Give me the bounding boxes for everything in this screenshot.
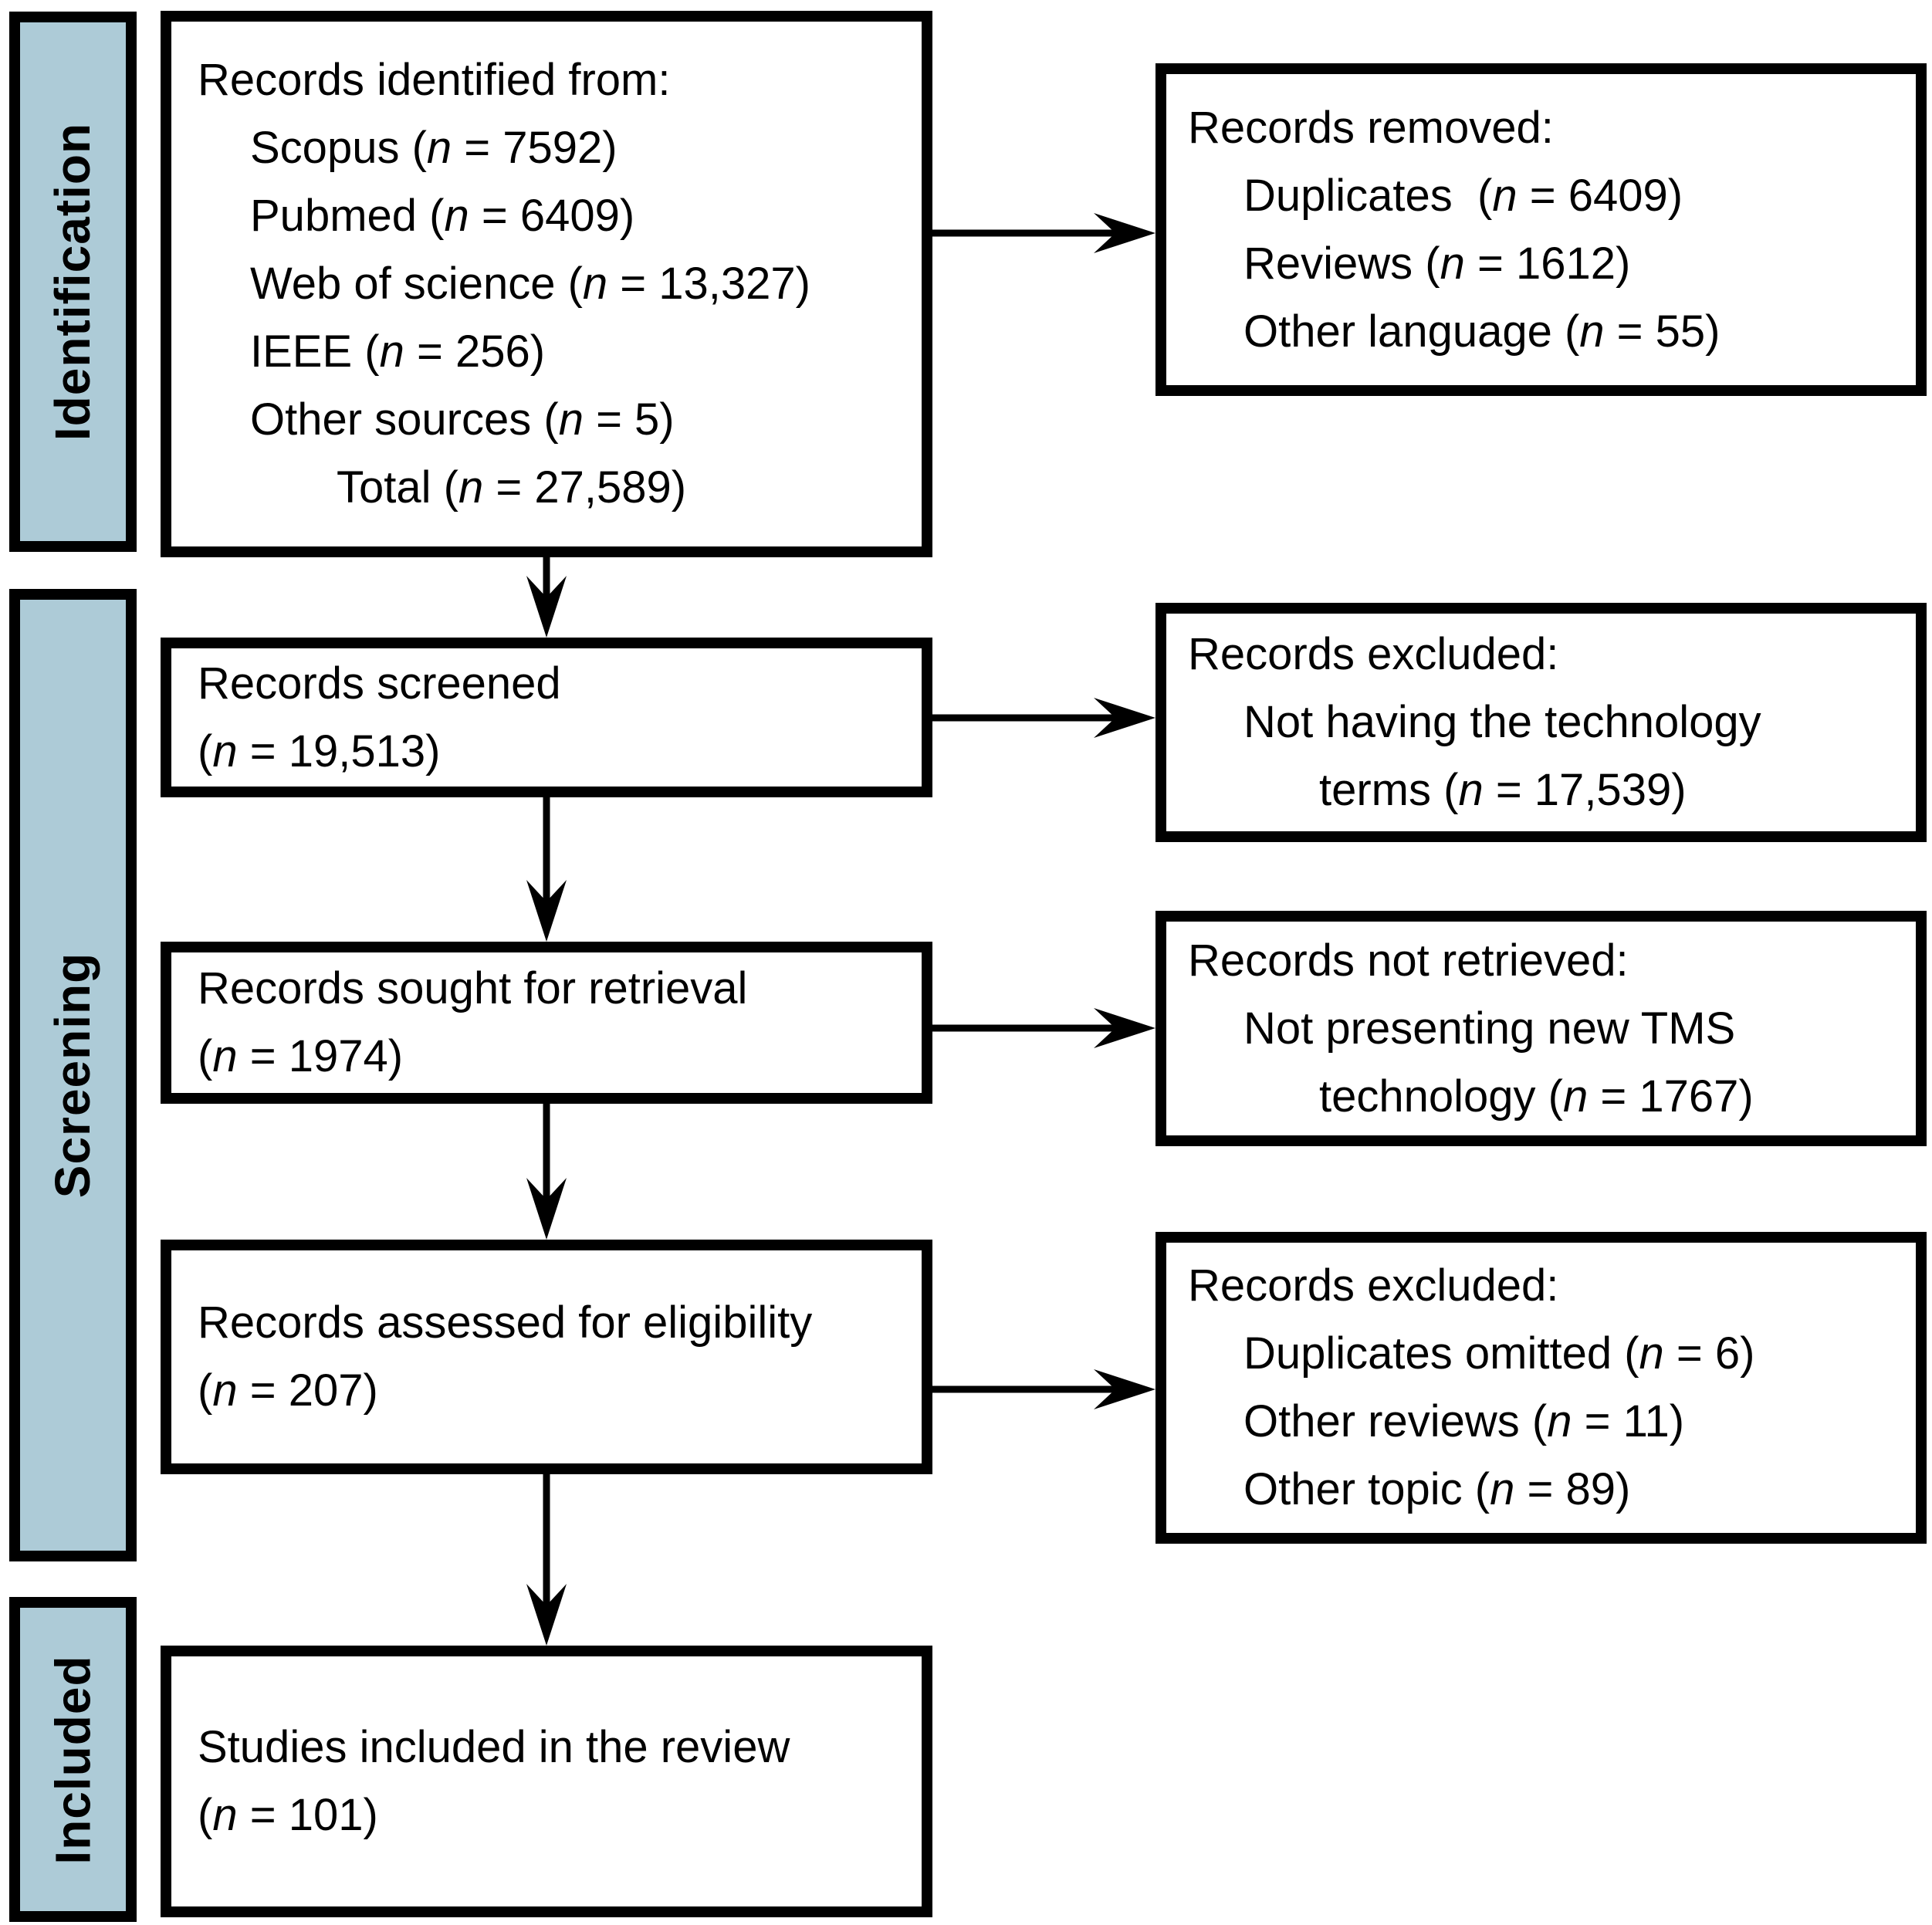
box-line: Other topic (n = 89) xyxy=(1243,1464,1631,1514)
box-line: Records sought for retrieval xyxy=(198,963,748,1013)
box-line: IEEE (n = 256) xyxy=(250,326,546,377)
box-line: Not having the technology xyxy=(1243,697,1761,747)
down-arrow-retrieval-to-eligibility xyxy=(526,1104,567,1240)
box-line: Other sources (n = 5) xyxy=(250,394,675,445)
down-arrow-screened-to-retrieval xyxy=(526,797,567,942)
box-line: Web of science (n = 13,327) xyxy=(250,259,810,309)
box-line: Records excluded: xyxy=(1188,629,1559,679)
box-records-identified: Records identified from: Scopus (n = 759… xyxy=(161,11,932,557)
box-line: technology (n = 1767) xyxy=(1319,1071,1754,1122)
box-line: Scopus (n = 7592) xyxy=(250,123,617,173)
box-line: Duplicates (n = 6409) xyxy=(1243,170,1683,221)
box-line: Pubmed (n = 6409) xyxy=(250,191,635,241)
box-records-not-retrieved: Records not retrieved: Not presenting ne… xyxy=(1155,911,1927,1146)
box-line: (n = 1974) xyxy=(198,1031,404,1081)
box-line: Other language (n = 55) xyxy=(1243,306,1721,357)
box-line: Records removed: xyxy=(1188,102,1554,153)
box-records-excluded-screening: Records excluded: Not having the technol… xyxy=(1155,603,1927,842)
box-line: Other reviews (n = 11) xyxy=(1243,1396,1685,1446)
box-records-removed: Records removed: Duplicates (n = 6409) R… xyxy=(1155,63,1927,396)
box-line: Records not retrieved: xyxy=(1188,935,1629,986)
box-line: Duplicates omitted (n = 6) xyxy=(1243,1328,1755,1379)
box-line: Records assessed for eligibility xyxy=(198,1297,813,1348)
box-line: Records excluded: xyxy=(1188,1260,1559,1311)
right-arrow-identified-to-removed xyxy=(932,213,1155,253)
box-records-assessed-eligibility: Records assessed for eligibility (n = 20… xyxy=(161,1240,932,1474)
box-line: (n = 101) xyxy=(198,1790,378,1840)
box-line: Not presenting new TMS xyxy=(1243,1003,1736,1054)
box-records-sought-retrieval: Records sought for retrieval (n = 1974) xyxy=(161,942,932,1104)
stage-label-screening: Screening xyxy=(9,589,137,1561)
box-records-screened: Records screened (n = 19,513) xyxy=(161,638,932,797)
box-line: (n = 19,513) xyxy=(198,726,441,776)
right-arrow-eligibility-to-excluded xyxy=(932,1369,1155,1409)
right-arrow-retrieval-to-not-retrieved xyxy=(932,1008,1155,1048)
box-records-excluded-eligibility: Records excluded: Duplicates omitted (n … xyxy=(1155,1232,1927,1544)
box-line: terms (n = 17,539) xyxy=(1319,765,1687,815)
box-line: Records identified from: xyxy=(198,55,671,105)
box-line: Studies included in the review xyxy=(198,1722,790,1772)
down-arrow-identified-to-screened xyxy=(526,557,567,638)
box-line: Records screened xyxy=(198,658,561,709)
down-arrow-eligibility-to-included xyxy=(526,1474,567,1646)
box-line: Reviews (n = 1612) xyxy=(1243,238,1631,289)
box-studies-included: Studies included in the review (n = 101) xyxy=(161,1646,932,1917)
stage-label-included: Included xyxy=(9,1597,137,1922)
box-line: Total (n = 27,589) xyxy=(337,462,687,513)
box-line: (n = 207) xyxy=(198,1365,378,1416)
right-arrow-screened-to-excluded xyxy=(932,698,1155,738)
stage-label-identification: Identification xyxy=(9,12,137,552)
